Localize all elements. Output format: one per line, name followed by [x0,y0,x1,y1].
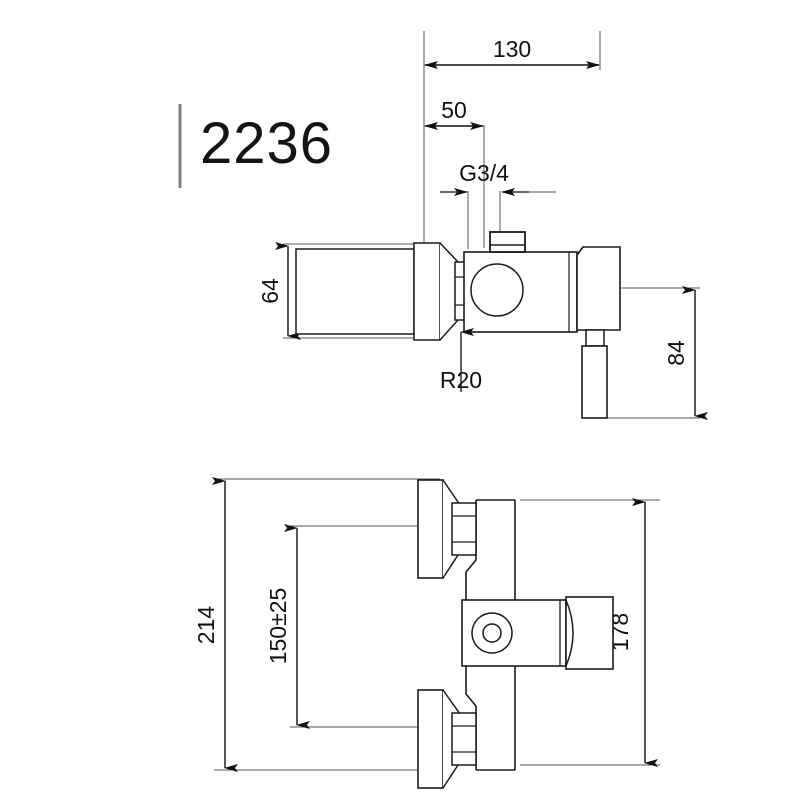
valve-body-side [463,251,578,333]
cover-plate-top [417,479,444,579]
escutcheon-top-front [417,479,477,579]
outlet-connector-side [489,231,526,253]
side-geometry: R20 [295,231,621,419]
dim-label-inlet-centres: 150±25 [265,588,291,665]
escutcheon-cover-side [295,242,459,341]
handle-curve [565,599,574,667]
lever-handle-side [581,329,608,419]
valve-body-front [461,599,567,667]
dim-label-inlet-offset: 50 [441,97,467,123]
handle-block [576,246,621,331]
lever-neck [585,329,605,347]
dimension-inlet-offset: 50 [423,70,485,250]
hex-nut-bottom [451,712,477,766]
cover-plate-bottom [417,689,444,789]
handle-block-front [559,596,614,670]
cover-body [295,248,415,335]
dim-label-corner-radius: R20 [440,367,482,393]
title-block: 2236 [178,104,333,188]
hex-nut-top [451,502,477,556]
control-inner-ring [482,623,502,643]
dimension-overall-height: 214 [193,477,440,772]
dimension-corner-radius: R20 [440,328,482,393]
dim-label-overall-height: 214 [193,606,219,645]
dim-label-escutcheon-height: 64 [257,278,283,304]
dimension-overall-depth: 130 [423,31,601,70]
side-elevation-view: 130 50 G3/4 64 84 [257,31,708,420]
dimension-thread-size: G3/4 [440,160,556,249]
handle-bevel [576,246,584,256]
dim-label-overall-depth: 130 [493,36,531,62]
dimension-inlet-centres: 150±25 [265,524,420,729]
outlet-body [489,231,526,253]
front-elevation-view: 214 150±25 178 [193,477,660,789]
wall-flange [413,242,441,341]
front-geometry [417,479,614,789]
dim-label-thread-size: G3/4 [459,160,509,186]
handle-block-side [576,246,621,331]
cartridge-circle [470,263,524,317]
dimension-handle-drop: 84 [600,286,708,420]
lever-arm [581,345,608,419]
model-number: 2236 [200,111,333,176]
dimension-escutcheon-height: 64 [257,242,415,340]
handle-block-front-body [565,596,614,670]
escutcheon-bottom-front [417,689,477,789]
dim-label-handle-drop: 84 [663,340,689,366]
